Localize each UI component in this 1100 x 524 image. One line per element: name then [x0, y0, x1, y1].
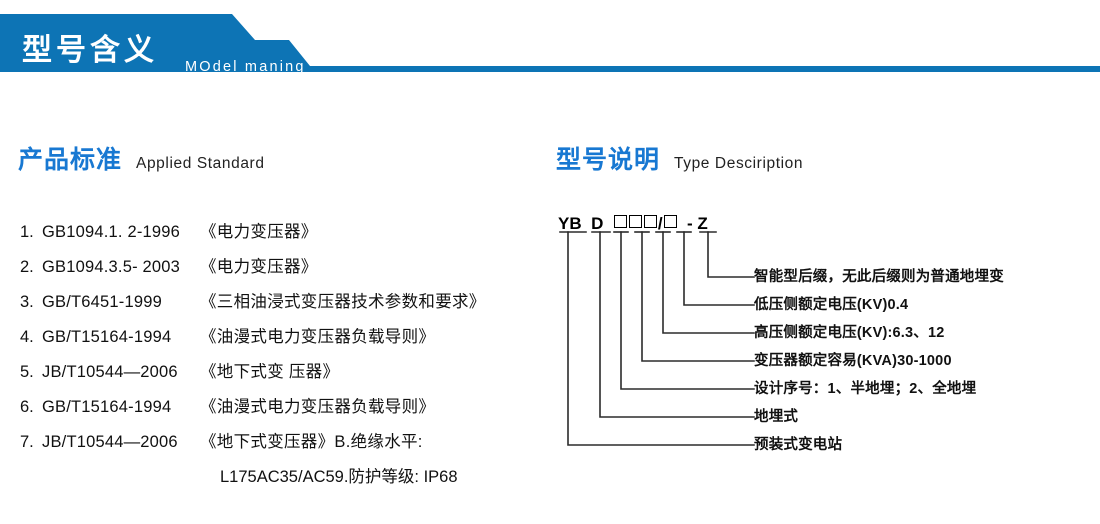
heading-cn-applied-standard: 产品标准 — [18, 146, 123, 174]
heading-cn-type-description: 型号说明 — [556, 146, 661, 174]
leader-label-prefab-station: 预装式变电站 — [754, 437, 843, 453]
list-item: 7. JB/T10544—2006 《地下式变压器》B.绝缘水平: — [20, 428, 560, 463]
code-segment-z: Z — [697, 214, 708, 233]
list-item-title: 《电力变压器》 — [200, 258, 318, 276]
list-item-index: 3. — [20, 293, 34, 311]
list-item-index: 7. — [20, 433, 34, 451]
leader-lines — [559, 231, 755, 446]
leader-label-rated-capacity: 变压器额定容易(KVA)30-1000 — [754, 353, 952, 369]
list-item-title: 《油漫式电力变压器负载导则》 — [200, 328, 436, 346]
code-box-capacity-icon — [613, 215, 627, 228]
list-item-index: 1. — [20, 223, 34, 241]
leader-label-lv-voltage: 低压侧额定电压(KV)0.4 — [754, 297, 909, 313]
banner-shape — [0, 14, 1100, 72]
list-item-index: 4. — [20, 328, 34, 346]
heading-en-type-description: Type Desciription — [674, 155, 804, 172]
leader-label-buried-type: 地埋式 — [754, 409, 799, 425]
list-item: 1. GB1094.1. 2-1996 《电力变压器》 — [20, 218, 560, 253]
type-code-string: YB D / - Z — [558, 214, 708, 234]
list-item-title: 《地下式变 压器》 — [200, 363, 340, 381]
heading-en-applied-standard: Applied Standard — [136, 155, 265, 172]
code-segment-yb: YB — [558, 214, 582, 233]
list-item-code: GB/T15164-1994 — [42, 328, 172, 346]
list-item-code: GB1094.1. 2-1996 — [42, 223, 181, 241]
list-item-title: 《油漫式电力变压器负载导则》 — [200, 398, 436, 416]
list-item-index: 6. — [20, 398, 34, 416]
section-heading-type-description: 型号说明 Type Desciription — [556, 140, 803, 176]
list-item: 5. JB/T10544—2006 《地下式变 压器》 — [20, 358, 560, 393]
leader-label-hv-voltage: 高压侧额定电压(KV):6.3、12 — [754, 325, 945, 341]
code-box-hv-icon — [643, 215, 657, 228]
list-item-index: 2. — [20, 258, 34, 276]
section-heading-applied-standard: 产品标准 Applied Standard — [18, 140, 265, 176]
list-item-code: GB1094.3.5- 2003 — [42, 258, 181, 276]
list-item-code: JB/T10544—2006 — [42, 433, 178, 451]
list-item-code: JB/T10544—2006 — [42, 363, 178, 381]
list-item-continuation: L175AC35/AC59.防护等级: IP68 — [20, 463, 560, 498]
code-box-design-icon — [628, 215, 642, 228]
page-banner: 型号含义 MOdel maning — [0, 14, 1100, 86]
banner-subtitle: MOdel maning — [185, 59, 306, 75]
list-item: 6. GB/T15164-1994 《油漫式电力变压器负载导则》 — [20, 393, 560, 428]
leader-label-smart-suffix: 智能型后缀，无此后缀则为普通地埋变 — [754, 269, 1004, 285]
banner-title: 型号含义 — [22, 34, 158, 67]
code-segment-slash: / — [657, 214, 663, 233]
list-item: 4. GB/T15164-1994 《油漫式电力变压器负载导则》 — [20, 323, 560, 358]
list-item-index: 5. — [20, 363, 34, 381]
code-segment-dash: - — [687, 214, 693, 233]
list-item: 3. GB/T6451-1999 《三相油浸式变压器技术参数和要求》 — [20, 288, 560, 323]
leader-label-design-serial: 设计序号：1、半地埋；2、全地埋 — [754, 381, 977, 397]
list-item: 2. GB1094.3.5- 2003 《电力变压器》 — [20, 253, 560, 288]
list-item-title: 《地下式变压器》B.绝缘水平: — [200, 433, 423, 451]
list-item-code: GB/T15164-1994 — [42, 398, 172, 416]
standards-list: 1. GB1094.1. 2-1996 《电力变压器》 2. GB1094.3.… — [20, 218, 560, 498]
list-item-title: 《三相油浸式变压器技术参数和要求》 — [200, 293, 486, 311]
code-box-lv-icon — [663, 215, 677, 228]
list-item-title: 《电力变压器》 — [200, 223, 318, 241]
type-code-diagram: YB D / - Z — [548, 210, 1100, 470]
continuation-text: L175AC35/AC59.防护等级: IP68 — [220, 468, 458, 486]
list-item-code: GB/T6451-1999 — [42, 293, 163, 311]
code-segment-d: D — [591, 214, 604, 233]
